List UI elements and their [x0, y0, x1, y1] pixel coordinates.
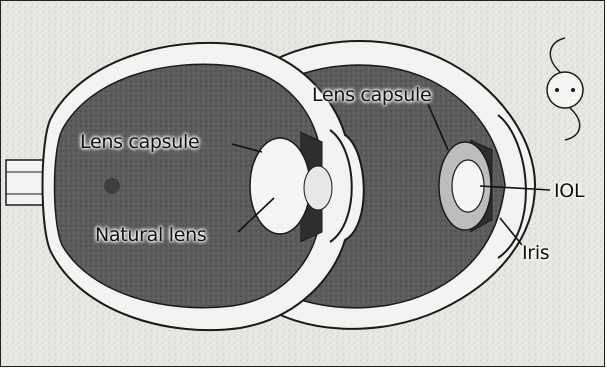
natural-lens	[250, 138, 310, 234]
label-natural-lens: Natural lens	[95, 224, 206, 246]
label-lens-capsule-left: Lens capsule	[80, 131, 199, 153]
label-iris: Iris	[522, 242, 549, 264]
label-lens-capsule-right: Lens capsule	[312, 84, 431, 106]
label-iol: IOL	[554, 180, 584, 202]
iol-lens	[452, 160, 484, 212]
